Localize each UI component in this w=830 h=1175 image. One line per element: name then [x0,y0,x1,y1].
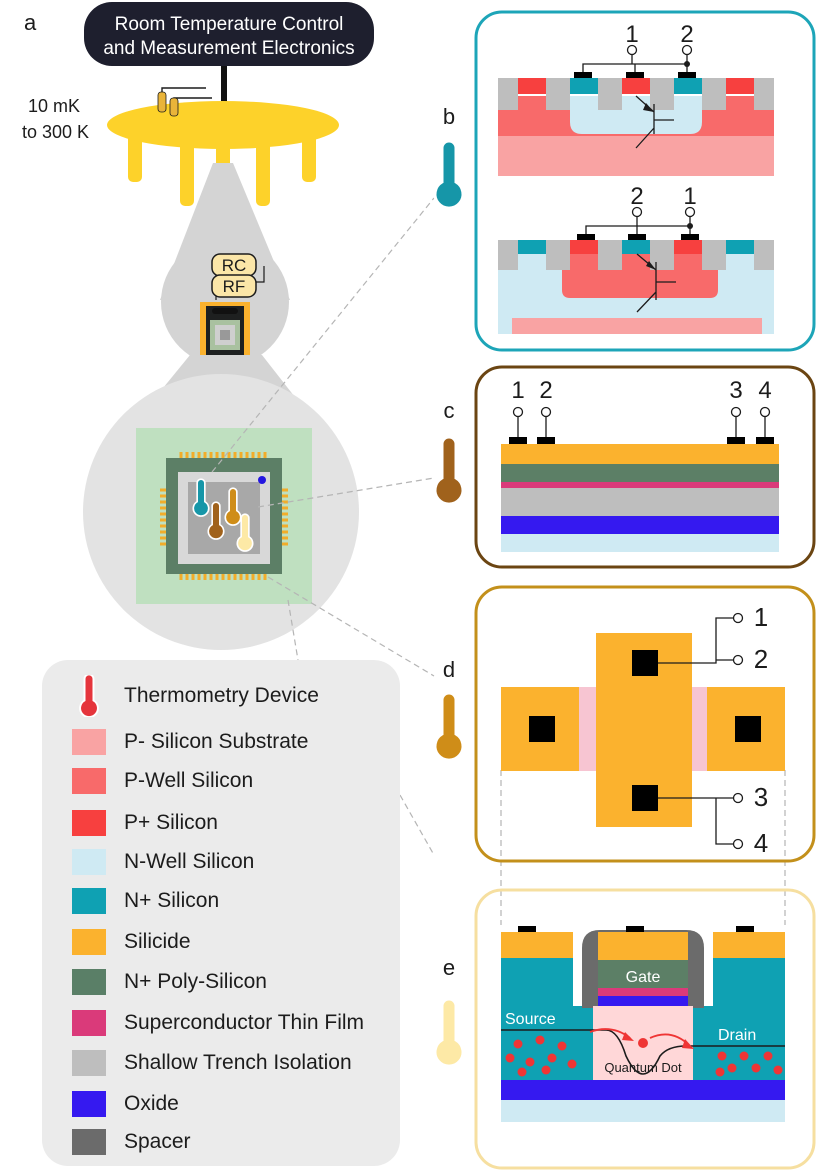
panel-b-top-device [498,44,774,176]
panel-c-stack [501,406,779,552]
panel-e-frame [474,888,816,1170]
panel-b-frame [474,10,816,352]
legend-panel: Thermometry Device P- Silicon Substrate … [42,660,400,1166]
panel-label-a: a [24,10,37,35]
legend-item-6: N+ Poly-Silicon [72,966,267,998]
panel-d-frame [474,585,816,863]
large-chip [136,428,312,604]
chip-pins [160,452,288,580]
electronics-cable [221,66,227,122]
legend-item-5: Silicide [72,926,191,958]
panel-label-d: d [443,657,455,682]
temp-range-line-2: to 300 K [22,122,89,142]
legend-item-2: P+ Silicon [72,807,218,839]
legend-swatch-10 [72,1129,106,1155]
stage-resistor-1 [157,91,167,113]
legend-label-3: N-Well Silicon [124,850,255,873]
panel-e-gate-label: Gate [626,969,661,986]
panel-c-terminal-3: 3 [729,377,742,404]
thermometer-red-icon [79,675,99,717]
legend-swatch-1 [72,768,106,794]
panel-b-bottom-terminal-1: 1 [683,183,696,210]
legend-label-2: P+ Silicon [124,811,218,834]
legend-label-6: N+ Poly-Silicon [124,970,267,993]
thermometer-d [433,691,465,762]
legend-item-10: Spacer [72,1126,191,1158]
panel-b-top-terminal-1: 1 [625,21,638,48]
legend-label-9: Oxide [124,1092,179,1115]
panel-d-terminal-1: 1 [754,602,768,632]
legend-swatch-5 [72,929,106,955]
electronics-box [84,2,374,66]
rc-label: RC [222,256,247,275]
panel-b-bottom-terminal-2: 2 [630,183,643,210]
dashed-connectors [211,197,786,925]
legend-item-9: Oxide [72,1088,179,1120]
legend-label-8: Shallow Trench Isolation [124,1051,352,1074]
panel-c-terminal-1: 1 [511,377,524,404]
legend-swatch-0 [72,729,106,755]
panel-label-b: b [443,104,455,129]
legend-item-8: Shallow Trench Isolation [72,1047,352,1079]
panel-c-terminal-4: 4 [758,377,771,404]
panel-e-source-label: Source [505,1011,556,1028]
legend-swatch-7 [72,1010,106,1036]
legend-item-7: Superconductor Thin Film [72,1007,364,1039]
panel-label-e: e [443,955,455,980]
legend-swatch-6 [72,969,106,995]
legend-label-4: N+ Silicon [124,889,220,912]
rf-label: RF [223,277,246,296]
panel-e-device [501,926,785,1122]
legend-swatch-3 [72,849,106,875]
electronics-line-1: Room Temperature Control [115,14,344,35]
legend-label-10: Spacer [124,1130,191,1153]
legend-swatch-8 [72,1050,106,1076]
panel-e-quantum-dot-label: Quantum Dot [604,1060,682,1075]
legend-item-3: N-Well Silicon [72,846,254,878]
panel-d-terminal-2: 2 [754,644,768,674]
electronics-line-2: and Measurement Electronics [103,38,354,59]
legend-swatch-9 [72,1091,106,1117]
panel-b-bottom-device [498,206,774,334]
rf-component [211,274,257,298]
temp-range-line-1: 10 mK [28,96,80,116]
legend-label-thermometry: Thermometry Device [124,684,319,707]
stage-resistor-2 [169,97,179,117]
thermometer-b [433,139,465,210]
panel-e-drain-label: Drain [718,1027,756,1044]
legend-label-0: P- Silicon Substrate [124,730,309,753]
panel-label-c: c [444,398,455,423]
legend-label-7: Superconductor Thin Film [124,1011,365,1034]
legend-item-thermometry: Thermometry Device [72,675,319,717]
thermometer-c [433,435,465,506]
legend-item-4: N+ Silicon [72,885,219,917]
panel-b-top-terminal-2: 2 [680,21,693,48]
legend-swatch-4 [72,888,106,914]
panel-c-frame [474,365,816,569]
small-chip-package [200,302,250,360]
legend-item-1: P-Well Silicon [72,765,253,797]
panel-d-layout [501,612,785,850]
panel-d-terminal-3: 3 [754,782,768,812]
thermometer-e [433,997,465,1068]
legend-item-0: P- Silicon Substrate [72,726,308,758]
legend-label-5: Silicide [124,930,191,953]
legend-label-1: P-Well Silicon [124,769,254,792]
panel-c-terminal-2: 2 [539,377,552,404]
cryostat-stage [107,101,339,149]
panel-d-terminal-4: 4 [754,828,768,858]
legend-swatch-2 [72,810,106,836]
